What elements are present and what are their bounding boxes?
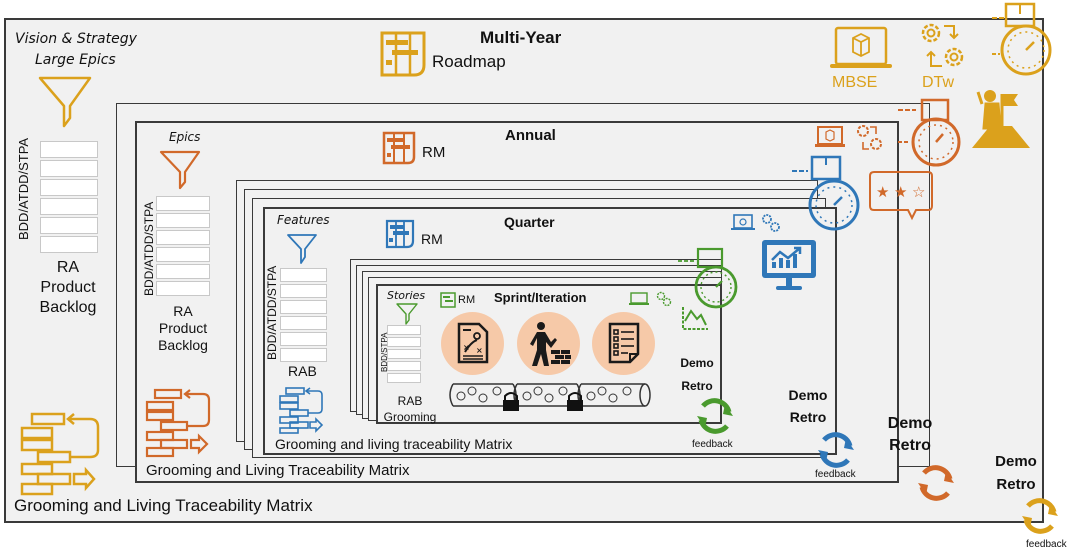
feedback-cycle-icon: [818, 432, 854, 468]
summit-flag-icon: [972, 90, 1030, 148]
demo-label: Demo: [995, 453, 1037, 470]
svg-text:★: ★: [876, 183, 889, 201]
sprint-title: Sprint/Iteration: [494, 290, 587, 305]
analytics-monitor-icon: [762, 240, 816, 290]
svg-text:★: ★: [894, 183, 907, 201]
backlog-stack: [280, 268, 327, 364]
backlog-stack: [387, 325, 421, 385]
multi-year-demo-retro: Demo Retro: [984, 450, 1048, 496]
sprint-feedback-label: feedback: [692, 439, 733, 450]
roadmap-icon: [380, 31, 426, 77]
backlog-line: Product: [158, 320, 208, 336]
practices-label: BDD/ATDD/STPA: [265, 265, 279, 360]
backlog-line: Backlog: [39, 299, 97, 316]
annual-matrix-label: Grooming and Living Traceability Matrix: [146, 462, 410, 479]
grooming-backlog-icon: [279, 387, 324, 434]
trend-chart-icon: [682, 307, 708, 330]
gears-icon: [656, 291, 672, 307]
gears-icon: [921, 23, 964, 67]
multi-year-feedback-label: feedback: [1026, 539, 1067, 550]
review-activity: [592, 312, 655, 375]
backlog-line: Grooming: [383, 410, 437, 424]
stopwatch-delivery-icon: [992, 2, 1052, 76]
quarter-feedback-label: feedback: [815, 469, 856, 480]
laptop-model-icon: [815, 126, 845, 147]
gears-icon: [857, 125, 882, 150]
laptop-model-icon: [731, 214, 755, 230]
retro-label: Retro: [681, 379, 713, 393]
mbse-label: MBSE: [832, 74, 878, 91]
backlog-line: Product: [40, 279, 96, 296]
quarter-title: Quarter: [504, 214, 555, 230]
laptop-model-icon: [830, 26, 892, 68]
vision-label: Vision & Strategy: [15, 31, 137, 47]
large-epics-label: Large Epics: [35, 52, 116, 68]
feedback-cycle-icon: [1022, 498, 1058, 534]
stories-label: Stories: [387, 289, 426, 302]
grooming-backlog-icon: [20, 412, 100, 496]
annual-demo-retro: Demo Retro: [880, 413, 940, 457]
retro-label: Retro: [996, 476, 1036, 493]
lock-icon: [503, 392, 519, 411]
sprint-demo-retro: Demo Retro: [672, 352, 722, 398]
quarter-rm-label: RM: [421, 231, 443, 247]
svg-text:×: ×: [476, 346, 483, 355]
annual-rm-label: RM: [422, 144, 446, 161]
demo-label: Demo: [680, 356, 714, 370]
quarter-demo-retro: Demo Retro: [778, 384, 838, 428]
lock-icon: [567, 392, 583, 411]
stopwatch-delivery-icon: [898, 98, 961, 167]
grooming-backlog-icon: [145, 388, 211, 458]
retro-label: Retro: [789, 409, 827, 425]
backlog-line: RA: [173, 303, 193, 319]
demo-label: Demo: [788, 387, 828, 403]
practices-label: BDD/ATDD/STPA: [142, 201, 156, 296]
retro-label: Retro: [889, 437, 931, 454]
svg-text:☆: ☆: [912, 183, 925, 201]
rm-icon: [382, 131, 416, 165]
backlog-line: Backlog: [158, 337, 208, 353]
funnel-icon: [396, 303, 418, 325]
checklist-icon: [608, 322, 640, 364]
plan-icon: × ×: [457, 322, 489, 364]
feedback-cycle-icon: [697, 398, 733, 434]
multi-year-matrix-label: Grooming and Living Traceability Matrix: [14, 496, 313, 515]
backlog-line: RA: [56, 259, 80, 276]
multi-year-title: Multi-Year: [480, 28, 562, 47]
build-icon: [530, 322, 571, 366]
delivery-pipeline: [449, 383, 651, 411]
backlog-stack: [40, 141, 98, 255]
gears-icon: [762, 214, 780, 232]
epics-label: Epics: [169, 130, 201, 144]
features-label: Features: [277, 213, 330, 227]
practices-label: BDD/ATDD/STPA: [16, 137, 31, 240]
rating-feedback-icon: ★ ★ ☆: [869, 171, 933, 221]
laptop-model-icon: [629, 292, 649, 305]
backlog-label: RA Product Backlog: [28, 258, 108, 318]
annual-title: Annual: [505, 127, 556, 144]
backlog-label: RA Product Backlog: [145, 303, 221, 354]
funnel-icon: [38, 76, 92, 128]
sprint-rm-label: RM: [458, 294, 476, 306]
svg-text:×: ×: [463, 343, 470, 352]
sprint-backlog-label: RAB Grooming: [382, 393, 438, 425]
backlog-stack: [156, 196, 210, 298]
roadmap-label: Roadmap: [432, 52, 506, 71]
backlog-line: RAB: [397, 394, 423, 408]
funnel-icon: [287, 234, 317, 264]
rm-icon: [440, 292, 456, 308]
stopwatch-delivery-icon: [792, 155, 860, 231]
dtw-label: DTw: [922, 74, 954, 91]
demo-label: Demo: [887, 415, 933, 432]
feedback-cycle-icon: [918, 465, 954, 501]
quarter-matrix-label: Grooming and living traceability Matrix: [275, 436, 513, 452]
quarter-backlog-label: RAB: [288, 363, 317, 379]
funnel-icon: [159, 150, 201, 190]
rm-icon: [385, 219, 415, 249]
stopwatch-delivery-icon: [678, 247, 738, 309]
